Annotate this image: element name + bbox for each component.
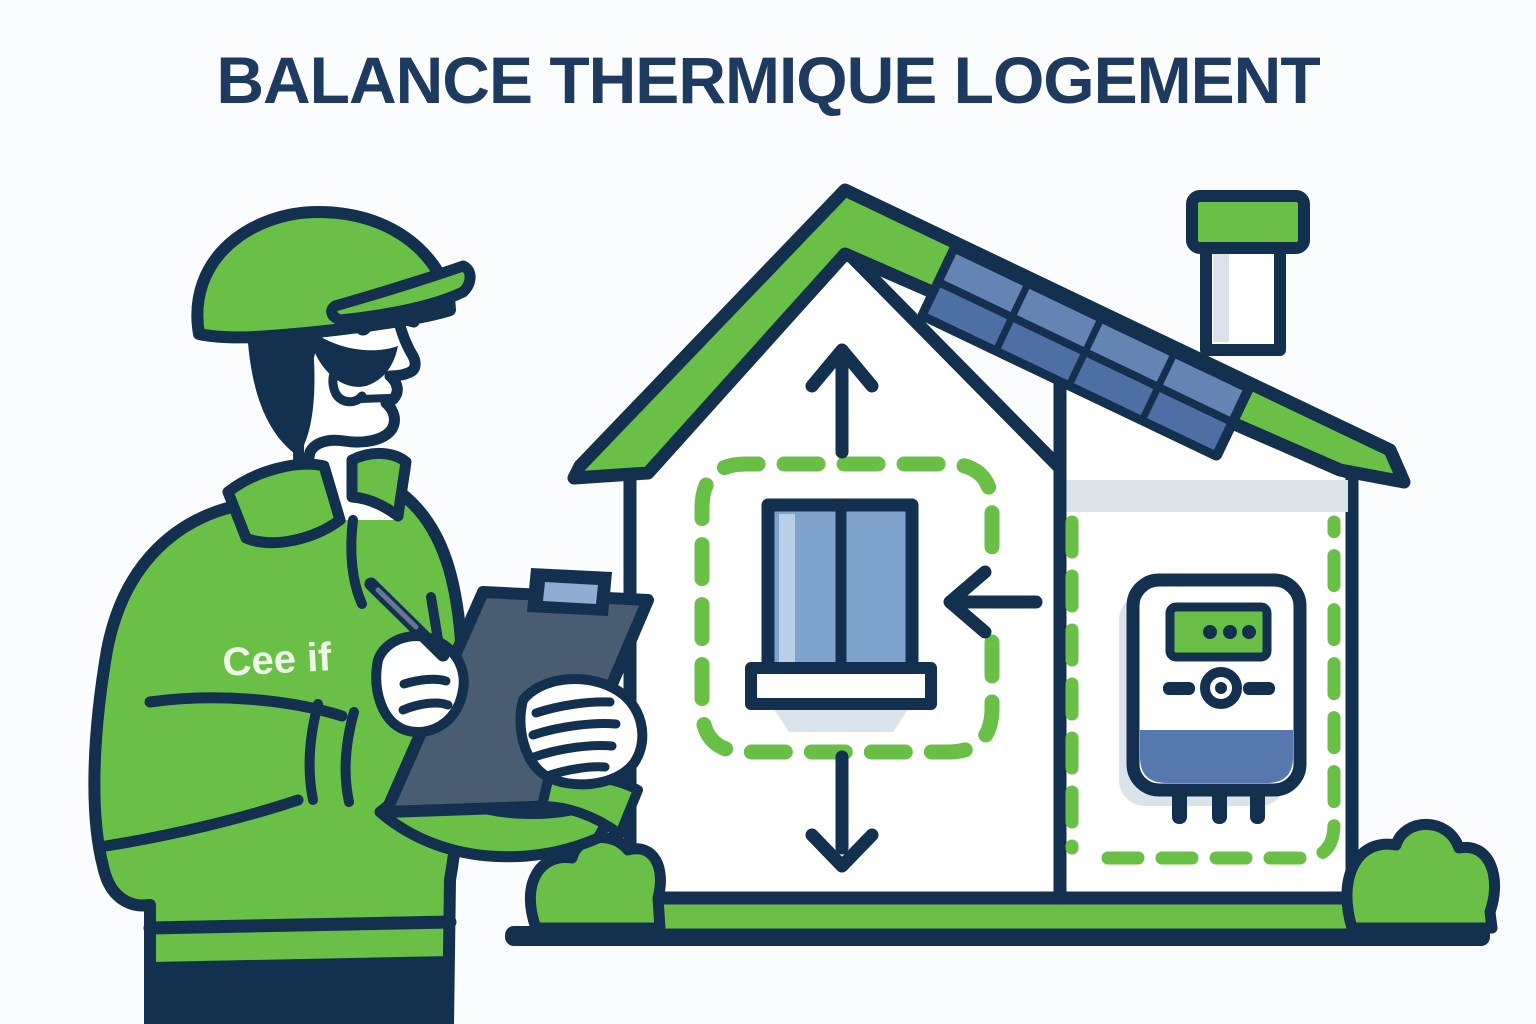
- meter-pin: [1212, 788, 1227, 824]
- chimney-icon: [1186, 190, 1310, 356]
- solar-cell: [1016, 288, 1097, 347]
- sweater-hem-line: [143, 915, 457, 935]
- energy-meter-icon: [1119, 573, 1307, 824]
- green-cap-icon: [191, 206, 476, 344]
- insulation-dashed-line-right-section: [1065, 515, 1341, 865]
- solar-panel-icon: [917, 243, 1254, 461]
- mouth: [356, 394, 394, 403]
- solar-cell: [1147, 392, 1227, 451]
- window-glass-highlight: [779, 514, 795, 671]
- meter-dash-left: [1163, 682, 1195, 695]
- writing-hand-with-pen: [364, 577, 469, 738]
- clipboard-clip-inner: [543, 582, 598, 604]
- trousers: [152, 956, 450, 1024]
- heat-up-arrow: [805, 343, 879, 459]
- meter-display-dot: [1242, 625, 1256, 639]
- meter-pin: [1250, 788, 1265, 824]
- heat-in-arrow: [943, 565, 1043, 639]
- meter-dash-right: [1243, 682, 1275, 695]
- solar-cell: [943, 253, 1024, 313]
- bush-right: [1341, 819, 1501, 934]
- insulation-dashed-box-window: [694, 456, 1000, 760]
- folded-arm-bottom-line: [100, 794, 304, 852]
- house: [524, 183, 1501, 934]
- sleeve-cuff-lines: [304, 699, 359, 807]
- hand-gripping-clipboard: [515, 673, 648, 839]
- heat-down-arrow: [805, 750, 879, 873]
- meter-pin: [1172, 788, 1187, 824]
- folded-arm-top-line: [144, 692, 348, 722]
- writing-fingers: [398, 674, 453, 715]
- roof: [567, 183, 1411, 489]
- placket-line: [346, 515, 367, 609]
- meter-lower-panel: [1140, 730, 1293, 783]
- shirt-brand-label: Cee if: [221, 635, 333, 685]
- cap-brim: [326, 260, 476, 326]
- pen-highlight: [375, 587, 419, 630]
- eave-shadow-band: [1066, 480, 1348, 512]
- collar-left-flap: [222, 458, 346, 549]
- chimney-cap: [1186, 190, 1310, 254]
- energy-auditor: Cee if: [88, 206, 654, 1024]
- solar-cell: [927, 287, 1008, 346]
- page-title: BALANCE THERMIQUE LOGEMENT: [216, 43, 1320, 117]
- chimney-shadow: [1213, 248, 1229, 342]
- meter-display: [1165, 602, 1272, 662]
- solar-cell: [1163, 358, 1243, 417]
- window-sill: [745, 662, 937, 710]
- meter-display-dot: [1203, 625, 1217, 639]
- collar-right-flap: [346, 448, 412, 522]
- hair-back: [247, 328, 315, 456]
- cap-dome: [191, 206, 456, 344]
- solar-cell: [1074, 357, 1154, 416]
- grip-fingers: [528, 697, 621, 781]
- ear: [328, 357, 367, 407]
- meter-knob-center: [1215, 682, 1227, 694]
- solar-cell: [1089, 323, 1170, 382]
- collar: [222, 448, 412, 609]
- solar-cell: [1000, 322, 1081, 381]
- meter-display-dot: [1223, 625, 1237, 639]
- window-icon: [694, 456, 1000, 760]
